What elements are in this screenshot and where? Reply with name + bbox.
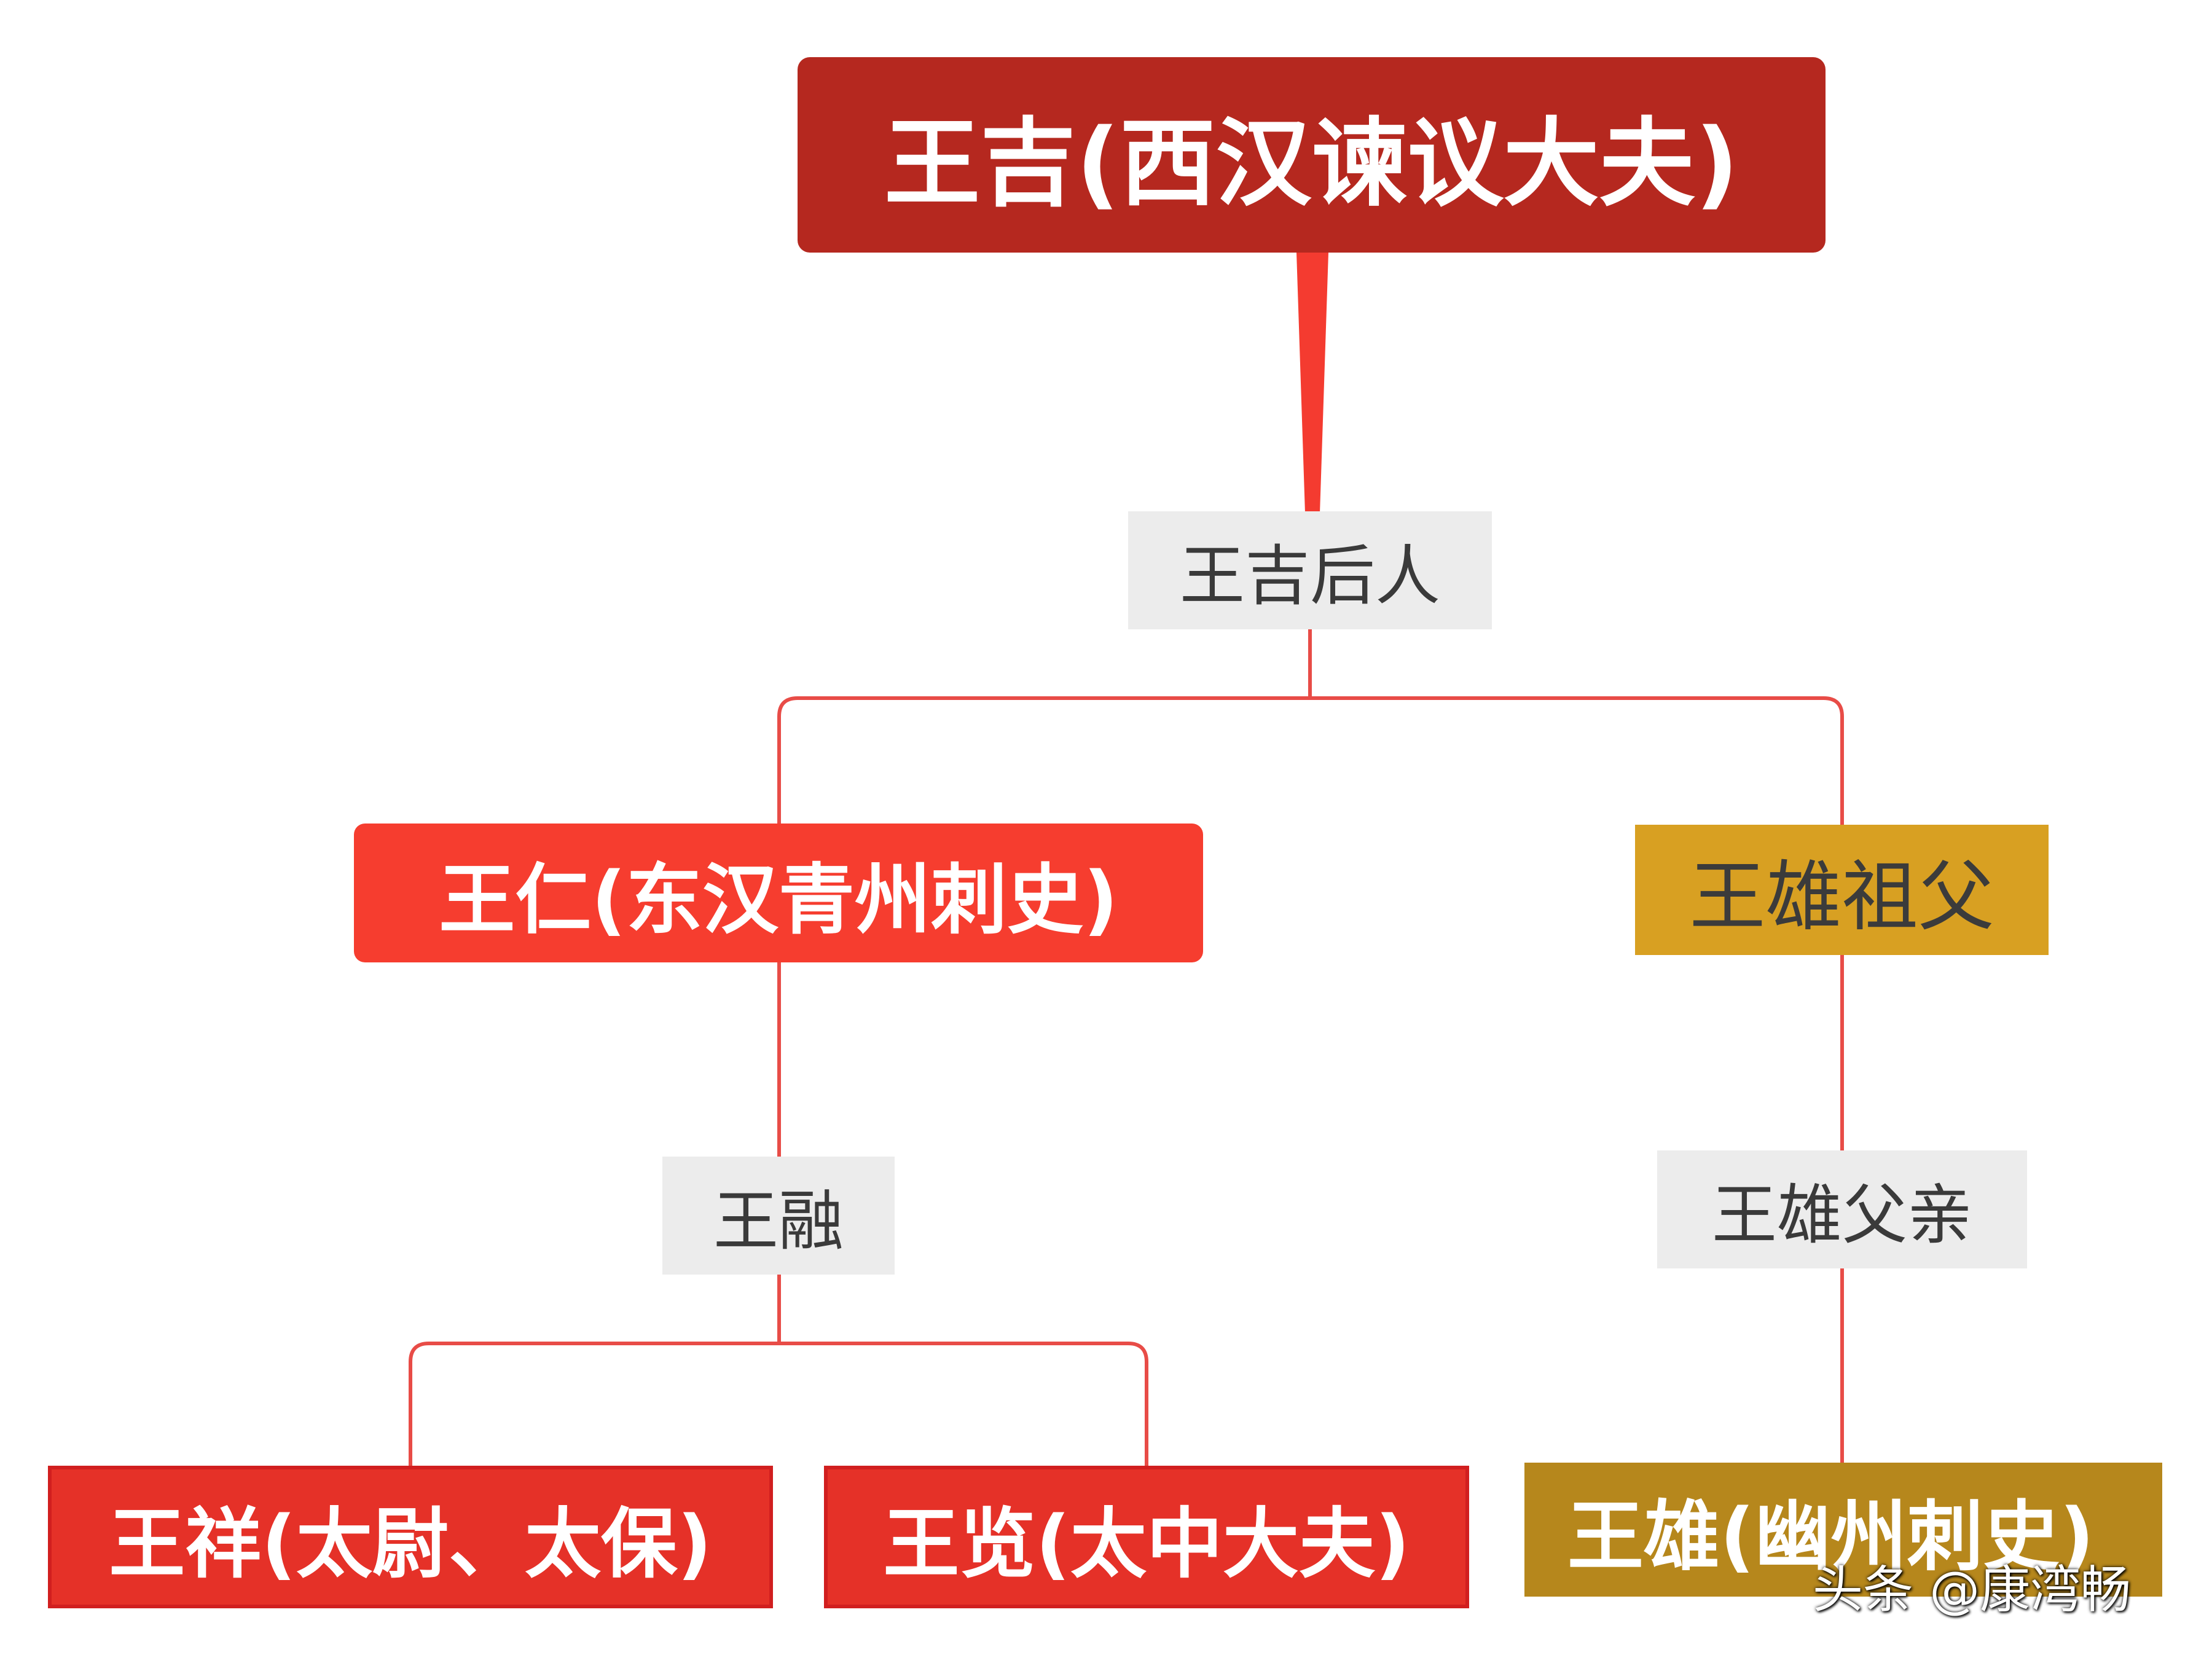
node-wang-ji: 王吉(西汉谏议大夫) (798, 57, 1826, 253)
node-wang-ren: 王仁(东汉青州刺史) (354, 824, 1203, 962)
node-wang-xiong-grandfather: 王雄祖父 (1635, 825, 2049, 955)
node-wang-ren-text: 王仁(东汉青州刺史) (439, 856, 1118, 945)
node-wang-xiang: 王祥(太尉、太保) (48, 1466, 773, 1608)
node-wang-lan: 王览(太中大夫) (824, 1466, 1469, 1608)
node-wang-ji-text: 王吉(西汉谏议大夫) (884, 108, 1739, 219)
connector-wangrong-split (409, 1275, 1148, 1466)
label-wang-xiong-father-text: 王雄父亲 (1712, 1177, 1972, 1253)
watermark: 头条 @康湾畅 (1813, 1561, 2132, 1619)
root-connector (1296, 253, 1328, 513)
connector-descendants-split (777, 629, 1844, 825)
node-wang-xiang-text: 王祥(太尉、太保) (109, 1500, 712, 1589)
label-wang-xiong-father: 王雄父亲 (1657, 1150, 2027, 1268)
label-wang-rong: 王融 (662, 1157, 895, 1275)
node-wang-xiong-grandfather-text: 王雄祖父 (1689, 853, 1994, 942)
label-wang-rong-text: 王融 (713, 1184, 844, 1259)
label-descendants-text: 王吉后人 (1180, 538, 1440, 614)
node-wang-lan-text: 王览(太中大夫) (883, 1500, 1410, 1589)
label-descendants: 王吉后人 (1128, 511, 1492, 629)
node-wang-xiong-text: 王雄(幽州刺史) (1567, 1493, 2095, 1581)
node-wang-xiong: 王雄(幽州刺史) (1524, 1463, 2162, 1597)
